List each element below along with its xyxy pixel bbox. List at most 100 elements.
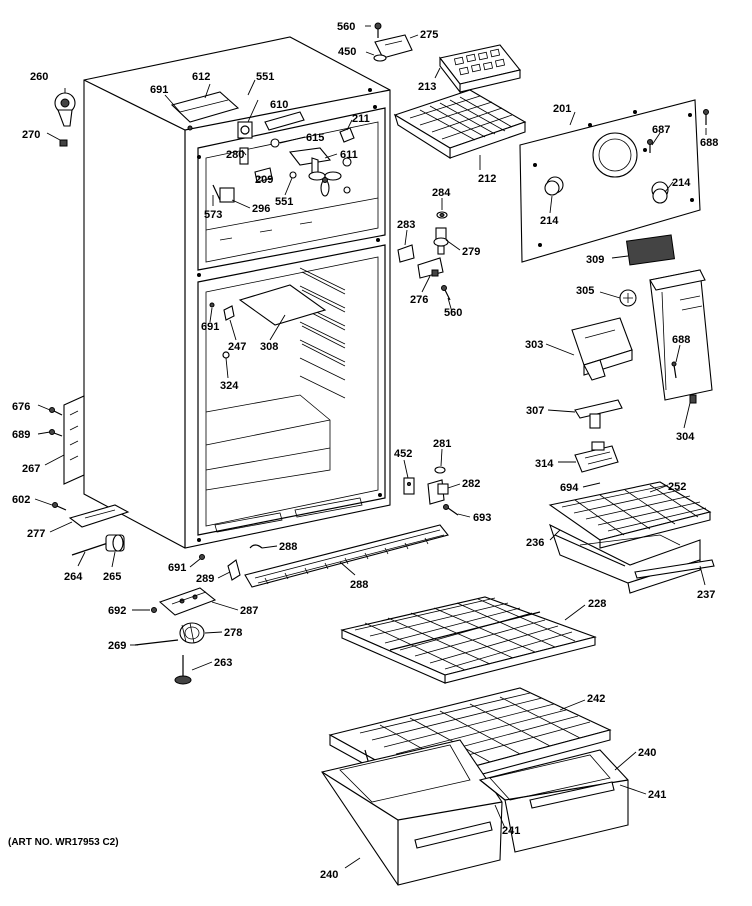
callout-214-left: 214 bbox=[540, 215, 559, 227]
callout-305: 305 bbox=[576, 285, 594, 297]
part-314 bbox=[574, 441, 619, 473]
part-260 bbox=[54, 92, 76, 147]
callout-314: 314 bbox=[535, 458, 554, 470]
callout-281: 281 bbox=[433, 438, 451, 450]
callout-211: 211 bbox=[352, 113, 370, 125]
callout-573: 573 bbox=[204, 209, 222, 221]
callout-304: 304 bbox=[676, 431, 695, 443]
callout-691-low: 691 bbox=[168, 562, 186, 574]
callout-289: 289 bbox=[196, 573, 214, 585]
callout-247: 247 bbox=[228, 341, 246, 353]
part-304 bbox=[649, 269, 713, 404]
callout-283: 283 bbox=[397, 219, 415, 231]
callout-307: 307 bbox=[526, 405, 544, 417]
callout-212: 212 bbox=[478, 173, 496, 185]
callout-213: 213 bbox=[418, 81, 436, 93]
callout-270: 270 bbox=[22, 129, 40, 141]
parts-452-282 bbox=[403, 466, 459, 516]
control-assembly bbox=[170, 91, 355, 203]
part-237 bbox=[634, 559, 715, 579]
damper-parts bbox=[397, 211, 451, 301]
callout-263: 263 bbox=[214, 657, 232, 669]
callout-265: 265 bbox=[103, 571, 121, 583]
part-309 bbox=[625, 234, 676, 266]
callout-240-right: 240 bbox=[638, 747, 656, 759]
part-240a bbox=[321, 739, 503, 886]
callout-296: 296 bbox=[252, 203, 270, 215]
callout-691: 691 bbox=[150, 84, 168, 96]
part-228 bbox=[340, 596, 597, 684]
part-307 bbox=[574, 399, 623, 429]
callout-452: 452 bbox=[394, 448, 412, 460]
shelf-308 bbox=[238, 284, 327, 326]
part-240b bbox=[478, 749, 629, 853]
leader-lines bbox=[34, 25, 707, 869]
callout-551: 551 bbox=[256, 71, 274, 83]
callout-241-right: 241 bbox=[648, 789, 666, 801]
callout-241-left: 241 bbox=[502, 825, 520, 837]
callout-214-right: 214 bbox=[672, 177, 691, 189]
callout-264: 264 bbox=[64, 571, 83, 583]
callout-450: 450 bbox=[338, 46, 356, 58]
callout-275: 275 bbox=[420, 29, 438, 41]
callout-237: 237 bbox=[697, 589, 715, 601]
callout-228: 228 bbox=[588, 598, 606, 610]
callout-610: 610 bbox=[270, 99, 288, 111]
callout-278: 278 bbox=[224, 627, 242, 639]
callout-242: 242 bbox=[587, 693, 605, 705]
callout-694: 694 bbox=[560, 482, 579, 494]
callout-240-left: 240 bbox=[320, 869, 338, 881]
part-303 bbox=[571, 317, 633, 381]
callout-260: 260 bbox=[30, 71, 48, 83]
callout-676: 676 bbox=[12, 401, 30, 413]
callout-688-lower: 688 bbox=[672, 334, 690, 346]
part-691a bbox=[187, 125, 193, 131]
callout-288-lower: 288 bbox=[350, 579, 368, 591]
callout-252: 252 bbox=[668, 481, 686, 493]
part-691b bbox=[209, 302, 215, 308]
callout-309: 309 bbox=[586, 254, 604, 266]
callout-615: 615 bbox=[306, 132, 324, 144]
callout-279: 279 bbox=[462, 246, 480, 258]
part-269-278 bbox=[134, 622, 205, 646]
callout-308: 308 bbox=[260, 341, 278, 353]
part-213 bbox=[439, 44, 521, 94]
callout-692: 692 bbox=[108, 605, 126, 617]
callout-287: 287 bbox=[240, 605, 258, 617]
part-267 bbox=[49, 395, 85, 485]
callout-269: 269 bbox=[108, 640, 126, 652]
callout-303: 303 bbox=[525, 339, 543, 351]
part-289-288 bbox=[199, 544, 263, 581]
part-214a bbox=[544, 180, 560, 196]
callout-288-upper: 288 bbox=[279, 541, 297, 553]
callout-284: 284 bbox=[432, 187, 451, 199]
callout-236: 236 bbox=[526, 537, 544, 549]
callout-602: 602 bbox=[12, 494, 30, 506]
part-264-265 bbox=[71, 534, 125, 556]
callout-209: 209 bbox=[255, 174, 273, 186]
callout-276: 276 bbox=[410, 294, 428, 306]
part-288-grille bbox=[244, 524, 449, 588]
callout-labels: 560 275 450 213 201 260 270 691 612 551 … bbox=[8, 21, 718, 881]
callout-267: 267 bbox=[22, 463, 40, 475]
callout-560-lower: 560 bbox=[444, 307, 462, 319]
callout-282: 282 bbox=[462, 478, 480, 490]
callout-691-mid: 691 bbox=[201, 321, 219, 333]
callout-611: 611 bbox=[340, 149, 358, 161]
part-275 bbox=[373, 22, 413, 62]
callout-201: 201 bbox=[553, 103, 571, 115]
callout-560: 560 bbox=[337, 21, 355, 33]
part-212 bbox=[393, 89, 527, 160]
callout-687: 687 bbox=[652, 124, 670, 136]
cabinet bbox=[83, 36, 391, 549]
art-number: (ART NO. WR17953 C2) bbox=[8, 837, 119, 848]
callout-612: 612 bbox=[192, 71, 210, 83]
callout-693: 693 bbox=[473, 512, 491, 524]
callout-551-lower: 551 bbox=[275, 196, 293, 208]
callout-324: 324 bbox=[220, 380, 239, 392]
part-692 bbox=[151, 607, 157, 613]
part-247 bbox=[223, 305, 235, 321]
callout-280: 280 bbox=[226, 149, 244, 161]
part-573 bbox=[212, 184, 221, 201]
